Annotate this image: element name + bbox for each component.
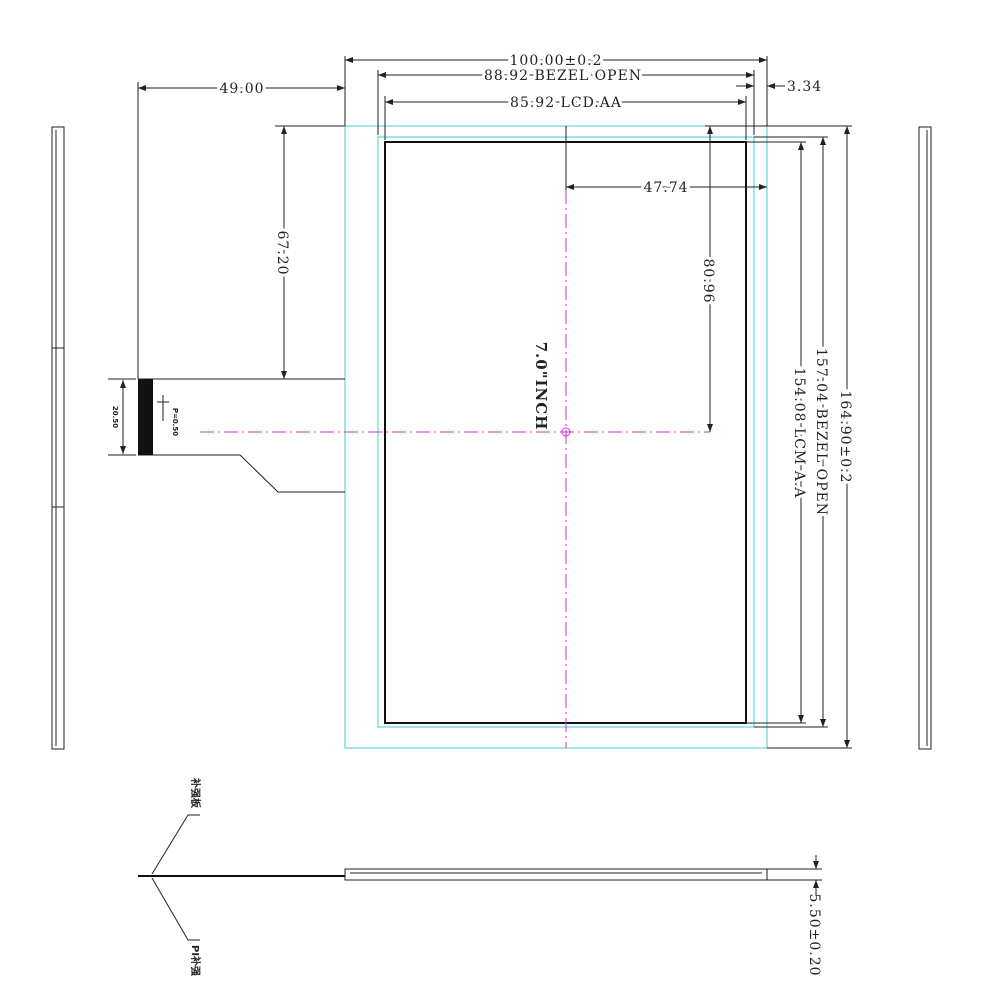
dim-lcm-aa-height: [798, 142, 804, 723]
outer-glass-outline: [344, 125, 768, 749]
dim-bezel-height: [820, 137, 826, 727]
bezel-width-label: 88.92 BEZEL OPEN: [484, 68, 642, 84]
fpc-tail: [108, 378, 345, 493]
bezel-height-label: 157.04 BEZEL OPEN: [813, 348, 829, 516]
fpc-pitch-label: P=0.50: [171, 408, 179, 436]
center-x-label: 47.74: [643, 180, 688, 196]
right-offset-label: 3.34: [787, 79, 822, 95]
fpc-width-label: 20.50: [111, 406, 119, 428]
dim-thickness: [767, 855, 822, 896]
lcd-aa-width-label: 85.92 LCD.AA: [510, 95, 622, 111]
total-width-label: 100.00±0.2: [510, 53, 603, 69]
bottom-side-view: [138, 814, 768, 941]
dim-right-offset: [736, 83, 785, 89]
dim-left-offset: [138, 85, 345, 91]
dim-center-y: [705, 125, 770, 432]
dim-lcd-aa-width: [385, 99, 746, 105]
center-mark: [561, 427, 571, 437]
left-offset-label: 49.00: [219, 81, 264, 97]
thickness-label: 5.50±0.20: [806, 893, 822, 976]
dim-total-height: [844, 126, 850, 748]
dim-bezel-width: [378, 72, 754, 78]
lcm-aa-height-label: 154.08 LCM A.A: [791, 368, 807, 499]
dim-top-offset: [275, 125, 345, 379]
top-offset-label: 67.20: [274, 230, 290, 275]
total-height-label: 164.90±0.2: [837, 391, 853, 484]
stiffener-label: 补强板: [189, 777, 202, 809]
right-side-profile: [918, 126, 932, 750]
center-y-label: 80.96: [700, 258, 716, 303]
pi-stiffener-label: PI补强: [189, 945, 202, 976]
left-side-profile: [51, 126, 65, 750]
dim-center-x: [566, 184, 767, 190]
diagonal-size-label: 7.0"INCH: [532, 342, 550, 431]
dim-total-width: [345, 57, 767, 63]
